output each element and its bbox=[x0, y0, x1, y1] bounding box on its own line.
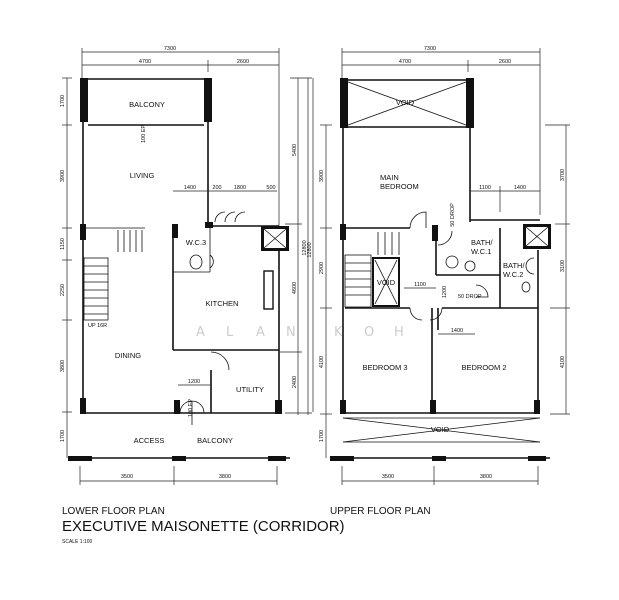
dim-label: 4100 bbox=[319, 356, 325, 368]
door-note: 100 EP bbox=[141, 125, 147, 143]
dim-label: 1700 bbox=[60, 95, 66, 107]
lower-top-dimensions: 7300 4700 2600 bbox=[81, 46, 280, 228]
dim-label: 1400 bbox=[514, 185, 526, 191]
dim-label: 3700 bbox=[560, 169, 566, 181]
watermark-letter: H bbox=[394, 325, 404, 340]
dim-label: 3900 bbox=[60, 170, 66, 182]
lower-walls bbox=[68, 78, 290, 461]
dim-label: 3900 bbox=[319, 170, 325, 182]
room-label-void-top: VOID bbox=[396, 98, 415, 107]
room-label-void-bottom: VOID bbox=[431, 425, 450, 434]
dim-label: 5400 bbox=[292, 144, 298, 156]
dim-label: 1400 bbox=[451, 328, 463, 334]
dim-label: 3800 bbox=[480, 474, 492, 480]
watermark-letter: L bbox=[226, 325, 234, 340]
upper-left-dimensions: 3900 2900 4100 1700 12800 bbox=[307, 78, 332, 458]
dim-label: 2600 bbox=[237, 59, 249, 65]
watermark-letter: N bbox=[286, 325, 296, 340]
room-label-dining: DINING bbox=[115, 351, 141, 360]
door-note: 100 EP bbox=[188, 399, 194, 417]
room-label-wc3: W.C.3 bbox=[186, 238, 206, 247]
dim-label: 1100 bbox=[479, 185, 491, 191]
upper-right-dimensions: 3700 3100 4100 bbox=[545, 124, 570, 415]
room-label-bath-wc1: BATH/ bbox=[471, 238, 493, 247]
upper-walls bbox=[330, 78, 551, 461]
shelf-note: 50 DROP bbox=[458, 294, 482, 300]
shelf-note: 50 DROP bbox=[450, 203, 456, 227]
dim-label: 3500 bbox=[121, 474, 133, 480]
lower-floor-plan: 7300 4700 2600 1700 3900 1150 2250 3800 … bbox=[60, 46, 345, 545]
dim-label: 3500 bbox=[382, 474, 394, 480]
lower-right-dimensions: 5400 4600 2400 12800 bbox=[280, 77, 312, 415]
room-label-bath-wc2: BATH/ bbox=[503, 261, 525, 270]
upper-plan-title: UPPER FLOOR PLAN bbox=[330, 506, 431, 517]
watermark-letter: K bbox=[334, 325, 343, 340]
dim-label: 3100 bbox=[560, 260, 566, 272]
watermark: A L A N K O H bbox=[196, 325, 404, 340]
dim-label: 1700 bbox=[319, 430, 325, 442]
room-label-bath-wc1: W.C.1 bbox=[471, 247, 491, 256]
room-label-balcony-bottom: BALCONY bbox=[197, 436, 233, 445]
dim-label: 1400 bbox=[184, 185, 196, 191]
dim-label: 1200 bbox=[442, 286, 448, 298]
dim-label: 12800 bbox=[307, 242, 313, 257]
dim-label: 7300 bbox=[164, 46, 176, 52]
room-label-access: ACCESS bbox=[134, 436, 165, 445]
lower-bottom-dimensions: 3500 3800 bbox=[79, 466, 278, 485]
plan-subtitle: EXECUTIVE MAISONETTE (CORRIDOR) bbox=[62, 518, 345, 535]
watermark-letter: A bbox=[256, 325, 265, 340]
dim-label: 4600 bbox=[292, 282, 298, 294]
dim-label: 200 bbox=[212, 185, 221, 191]
room-label-bath-wc2: W.C.2 bbox=[503, 270, 523, 279]
room-label-living: LIVING bbox=[130, 171, 155, 180]
dim-label: 1200 bbox=[188, 379, 200, 385]
lower-left-dimensions: 1700 3900 1150 2250 3800 1700 bbox=[60, 77, 72, 458]
upper-bottom-dimensions: 3500 3800 bbox=[341, 466, 539, 485]
upper-top-dimensions: 7300 4700 2600 bbox=[341, 46, 541, 215]
room-label-bedroom-3: BEDROOM 3 bbox=[362, 363, 407, 372]
dim-label: 3800 bbox=[60, 360, 66, 372]
dim-label: 1150 bbox=[60, 238, 66, 250]
dim-label: 1700 bbox=[60, 430, 66, 442]
watermark-letter: A bbox=[196, 325, 205, 340]
room-label-balcony: BALCONY bbox=[129, 100, 165, 109]
room-label-bedroom-2: BEDROOM 2 bbox=[461, 363, 506, 372]
room-label-main-bedroom: MAIN bbox=[380, 173, 399, 182]
watermark-letter: O bbox=[364, 325, 374, 340]
dim-label: 12800 bbox=[302, 240, 308, 255]
dim-label: 500 bbox=[266, 185, 275, 191]
dim-label: 7300 bbox=[424, 46, 436, 52]
dim-label: 2900 bbox=[319, 262, 325, 274]
lower-plan-title: LOWER FLOOR PLAN bbox=[62, 506, 165, 517]
dim-label: 3800 bbox=[219, 474, 231, 480]
dim-label: 4700 bbox=[399, 59, 411, 65]
room-label-main-bedroom: BEDROOM bbox=[380, 182, 419, 191]
room-label-utility: UTILITY bbox=[236, 385, 264, 394]
room-label-void-stair: VOID bbox=[377, 278, 396, 287]
stairs-note: UP 16R bbox=[88, 323, 107, 329]
lower-staircase bbox=[83, 227, 145, 321]
dim-label: 4700 bbox=[139, 59, 151, 65]
dim-label: 2400 bbox=[292, 376, 298, 388]
room-label-kitchen: KITCHEN bbox=[206, 299, 239, 308]
dim-label: 1800 bbox=[234, 185, 246, 191]
dim-label: 1100 bbox=[414, 282, 426, 288]
upper-floor-plan: 7300 4700 2600 3900 2900 4100 1700 12800… bbox=[307, 46, 570, 517]
dim-label: 2250 bbox=[60, 284, 66, 296]
scale-label: SCALE 1:100 bbox=[62, 539, 93, 545]
dim-label: 2600 bbox=[499, 59, 511, 65]
upper-staircase bbox=[344, 232, 400, 308]
dim-label: 4100 bbox=[560, 356, 566, 368]
